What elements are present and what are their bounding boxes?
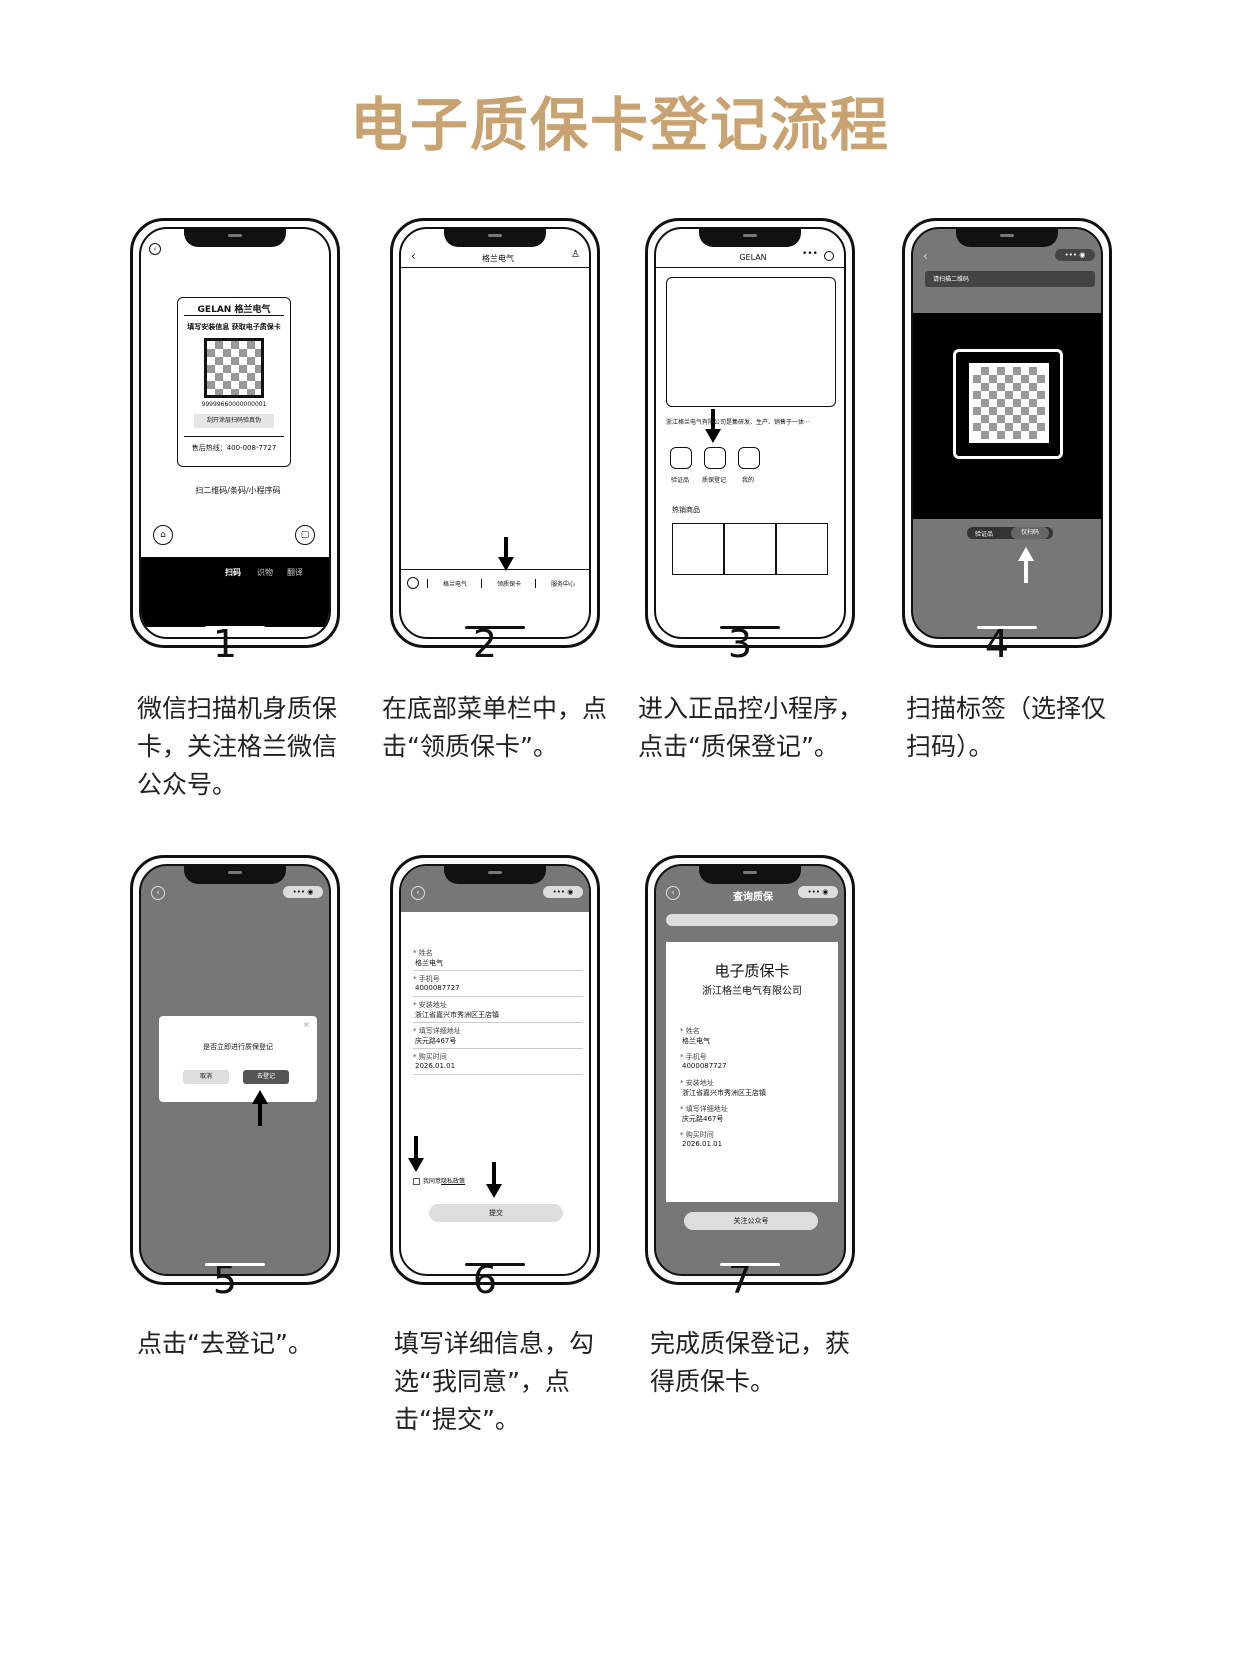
search-bar[interactable]	[666, 914, 838, 926]
submit-button[interactable]: 提交	[429, 1204, 563, 1222]
serial-number: 99999660000000001	[201, 401, 267, 408]
back-icon[interactable]: ‹	[923, 249, 928, 263]
step-number-4: 4	[984, 622, 1010, 666]
scan-caption: 扫二维码/条码/小程序码	[195, 486, 281, 495]
product-card[interactable]	[724, 523, 776, 575]
tab-scan[interactable]: 扫码	[225, 568, 241, 577]
header-title: 查询质保	[733, 892, 773, 903]
label-mine: 我的	[741, 477, 754, 484]
back-icon[interactable]: ‹	[411, 886, 425, 900]
menu-item-service[interactable]: 服务中心	[535, 579, 589, 588]
label-verify: 验证品	[670, 477, 689, 484]
close-icon[interactable]: ×	[303, 1020, 310, 1029]
menu-item-gelan[interactable]: 格兰电气	[427, 579, 482, 588]
dialog-text: 是否立即进行质保登记	[203, 1043, 273, 1051]
card-title: 电子质保卡	[714, 962, 790, 980]
cancel-button[interactable]: 取消	[183, 1070, 229, 1084]
step-desc-5: 点击“去登记”。	[137, 1329, 313, 1358]
header-title: GELAN	[739, 253, 767, 262]
arrow-down-icon	[408, 1136, 424, 1172]
name-field[interactable]: 格兰电气	[415, 959, 443, 967]
header-title: 格兰电气	[482, 254, 514, 263]
phone-step-4: ‹ ••• ◉ 请扫描二维码 验证品 仅扫码	[902, 218, 1112, 648]
frame-icon[interactable]: ▢	[295, 525, 315, 545]
privacy-link[interactable]: 隐私政策	[441, 1178, 466, 1185]
close-target-icon[interactable]	[824, 251, 834, 261]
purchase-date-field[interactable]: 2026.01.01	[415, 1062, 456, 1070]
keyboard-icon[interactable]	[407, 577, 419, 589]
step-desc-2: 在底部菜单栏中，点击“领质保卡”。	[382, 694, 608, 761]
arrow-down-icon	[498, 537, 514, 571]
menu-item-warranty[interactable]: 领质保卡	[481, 579, 536, 588]
mode-scan-only[interactable]: 仅扫码	[1011, 527, 1049, 539]
bottom-tab-bar: 扫码 识物 翻译	[141, 557, 329, 627]
back-icon[interactable]: ‹	[411, 249, 416, 263]
phone-step-7: ‹ 查询质保 ••• ◉ 电子质保卡 浙江格兰电气有限公司 * 姓名 格兰电气 …	[645, 855, 855, 1285]
step-desc-3: 进入正品控小程序，点击“质保登记”。	[638, 694, 864, 761]
arrow-down-icon	[486, 1162, 502, 1198]
arrow-up-icon	[252, 1090, 268, 1126]
warranty-card: 电子质保卡 浙江格兰电气有限公司 * 姓名 格兰电气 * 手机号 4000087…	[666, 942, 838, 1202]
tab-translate[interactable]: 翻译	[287, 568, 303, 577]
scan-area	[913, 313, 1101, 519]
back-icon[interactable]: ‹	[149, 243, 161, 255]
hot-title: 热销商品	[672, 506, 700, 514]
phone-step-2: ‹ 格兰电气 ♙ 格兰电气 领质保卡 服务中心	[390, 218, 600, 648]
arrow-down-icon	[705, 409, 721, 443]
banner	[666, 277, 836, 407]
company-intro: 浙江格兰电气有限公司是集研发、生产、销售于一体···	[666, 419, 810, 426]
capsule-menu[interactable]: ••• ◉	[1055, 249, 1095, 261]
arrow-up-icon	[1018, 547, 1034, 583]
phone-step-5: ‹ ••• ◉ × 是否立即进行质保登记 取消 去登记	[130, 855, 340, 1285]
product-card[interactable]	[776, 523, 828, 575]
step-desc-7: 完成质保登记，获得质保卡。	[650, 1329, 851, 1396]
step-number-2: 2	[472, 622, 498, 666]
album-icon[interactable]: ⌂	[153, 525, 173, 545]
capsule-menu[interactable]: ••• ◉	[798, 886, 838, 898]
agree-checkbox[interactable]	[413, 1178, 420, 1185]
warranty-card: GELAN 格兰电气 填写安装信息 获取电子质保卡 99999660000000…	[177, 297, 291, 467]
phone-step-6: ‹ ••• ◉ * 姓名 格兰电气 * 手机号 4000087727 * 安装地…	[390, 855, 600, 1285]
step-desc-6: 填写详细信息，勾选“我同意”，点击“提交”。	[394, 1329, 595, 1434]
label-warranty: 质保登记	[701, 477, 726, 484]
phone-field[interactable]: 4000087727	[415, 984, 460, 992]
install-address-field[interactable]: 浙江省嘉兴市秀洲区王店镇	[415, 1011, 499, 1019]
scratch-hint: 刮开涂层扫码验真伪	[194, 414, 274, 428]
qr-code	[204, 338, 264, 398]
hotline: 售后热线：400-008-7727	[191, 444, 277, 452]
scan-prompt-bar: 请扫描二维码	[925, 271, 1095, 287]
phone-step-3: GELAN ••• 浙江格兰电气有限公司是集研发、生产、销售于一体··· 验证品…	[645, 218, 855, 648]
phone-step-1: ‹ GELAN 格兰电气 填写安装信息 获取电子质保卡 999996600000…	[130, 218, 340, 648]
product-card[interactable]	[672, 523, 724, 575]
agree-text: 我同意隐私政策	[423, 1178, 466, 1185]
step-desc-1: 微信扫描机身质保卡，关注格兰微信公众号。	[137, 694, 338, 799]
icon-verify[interactable]	[670, 447, 692, 469]
step-number-1: 1	[212, 622, 238, 666]
page-title: 电子质保卡登记流程	[349, 91, 890, 159]
capsule-menu[interactable]: ••• ◉	[543, 886, 583, 898]
confirm-dialog: × 是否立即进行质保登记 取消 去登记	[159, 1016, 317, 1102]
more-icon[interactable]: •••	[802, 249, 818, 259]
company-name: 浙江格兰电气有限公司	[702, 986, 802, 997]
qr-code	[969, 363, 1049, 443]
user-icon[interactable]: ♙	[571, 249, 580, 260]
register-button[interactable]: 去登记	[243, 1070, 289, 1084]
detail-address-field[interactable]: 庆元路467号	[415, 1037, 457, 1045]
icon-warranty[interactable]	[704, 447, 726, 469]
icon-mine[interactable]	[738, 447, 760, 469]
mode-verify[interactable]: 验证品	[975, 531, 994, 538]
step-number-3: 3	[727, 622, 753, 666]
capsule-menu[interactable]: ••• ◉	[283, 886, 323, 898]
step-desc-4: 扫描标签（选择仅扫码）。	[906, 694, 1107, 761]
tab-object[interactable]: 识物	[257, 568, 273, 577]
back-icon[interactable]: ‹	[151, 886, 165, 900]
card-heading: 填写安装信息 获取电子质保卡	[187, 323, 281, 331]
mode-switch: 验证品 仅扫码	[967, 527, 1053, 539]
follow-button[interactable]: 关注公众号	[684, 1212, 818, 1230]
brand-logo: GELAN 格兰电气	[197, 305, 271, 315]
back-icon[interactable]: ‹	[666, 886, 680, 900]
